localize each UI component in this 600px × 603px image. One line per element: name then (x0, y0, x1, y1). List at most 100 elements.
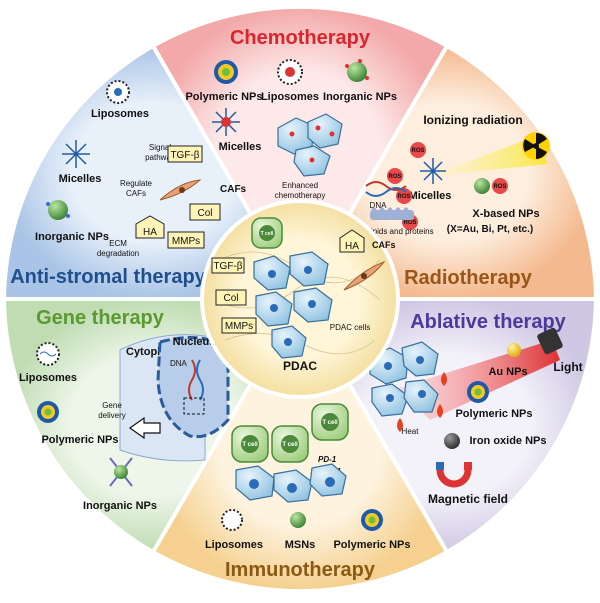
center-t-cells (251, 217, 283, 249)
svg-text:ROS: ROS (493, 184, 506, 190)
immuno-pd1-label: PD-1 (318, 455, 337, 464)
anti-mmps-box (167, 231, 205, 249)
light-source-icon (537, 327, 563, 355)
immuno-item-polymeric: Polymeric NPs (333, 539, 410, 551)
anti-tgfb-label: TGF-β (170, 150, 199, 161)
chemo-item-micelles: Micelles (219, 141, 262, 153)
immuno-polymeric-np-icon (361, 509, 383, 531)
ablative-polymeric-np-icon (467, 381, 489, 403)
anti-caf-icon (159, 179, 202, 201)
title-gene: Gene therapy (36, 307, 165, 329)
title-immunotherapy: Immunotherapy (225, 559, 376, 581)
ablative-heat-label: Heat (402, 427, 420, 436)
chemotherapy-content: Polymeric NPs Liposomes Inorganic NPs Mi… (185, 59, 397, 200)
immuno-tumor-cells-icon (235, 463, 347, 503)
pdac-center: T cell TGF-β Col MMPs HA CAFs PDAC cells… (200, 199, 400, 399)
anti-mmps-label: MMPs (172, 236, 200, 247)
magnet-icon (436, 462, 472, 488)
gene-dna-label: DNA (170, 359, 188, 368)
au-np-icon (507, 343, 521, 357)
ablative-item-polymeric: Polymeric NPs (455, 408, 532, 420)
radio-dna-label: DNA (370, 201, 388, 210)
ablative-item-light: Light (553, 360, 582, 374)
center-tcell-label: T cell (261, 231, 274, 237)
gene-delivery-box (183, 397, 205, 415)
center-mmps-box (221, 317, 257, 334)
polymeric-np-icon (214, 60, 238, 84)
radio-item-micelles: Micelles (409, 190, 452, 202)
nucleus-region (156, 336, 230, 439)
anti-item-inorganic: Inorganic NPs (35, 231, 109, 243)
immuno-item-liposomes: Liposomes (205, 539, 263, 551)
ablative-item-au: Au NPs (488, 366, 527, 378)
center-ha-box (339, 229, 365, 253)
anti-ha-label: HA (143, 227, 157, 238)
title-chemotherapy: Chemotherapy (230, 27, 371, 49)
anti-item-micelles: Micelles (59, 173, 102, 185)
immuno-tcell-label-2: T cell (282, 442, 298, 448)
chemo-item-inorganic: Inorganic NPs (323, 91, 397, 103)
immuno-tcell-label-1: T cell (242, 442, 258, 448)
anti-item-liposomes: Liposomes (91, 108, 149, 120)
gene-item-polymeric: Polymeric NPs (41, 434, 118, 446)
title-antistromal: Anti-stromal therapy (10, 266, 206, 288)
gene-nucleus-label: Nucleus (173, 336, 216, 348)
center-mmps-label: MMPs (225, 321, 253, 332)
center-cells-label: PDAC cells (330, 323, 370, 332)
flame-icons (397, 372, 447, 432)
center-pdac-cells (253, 251, 333, 359)
center-ha-label: HA (345, 241, 359, 252)
radio-item-xbased: X-based NPs (472, 208, 539, 220)
radiation-beam (430, 136, 548, 176)
radiotherapy-content: Ionizing radiation Micelles X-based NPs … (365, 113, 550, 236)
svg-text:ROS: ROS (388, 174, 401, 180)
svg-text:ROS: ROS (397, 194, 410, 200)
gene-polymeric-np-icon (37, 401, 59, 423)
anti-tgfb-box (167, 145, 203, 163)
immuno-item-msns: MSNs (285, 539, 316, 551)
immuno-tcell-label-3: T cell (322, 420, 338, 426)
anti-ha-box (135, 215, 165, 239)
anti-col-box (189, 203, 221, 221)
gene-item-liposomes: Liposomes (19, 372, 77, 384)
chemo-item-liposomes: Liposomes (261, 91, 319, 103)
ros-badges: ROS ROS ROS ROS ROS (387, 142, 508, 230)
gene-liposome-icon (36, 342, 60, 366)
radio-item-xbased-note: (X=Au, Bi, Pt, etc.) (447, 224, 533, 235)
title-radiotherapy: Radiotherapy (404, 267, 533, 289)
heated-tumor-cells-icon (369, 341, 439, 417)
tumor-cell-cluster-icon (277, 113, 343, 177)
center-col-label: Col (223, 293, 238, 304)
gene-dna-helix-icon (188, 359, 204, 401)
anti-micelle-icon (62, 140, 90, 168)
gene-inorganic-np-icon (109, 457, 133, 487)
liposome-icon (277, 59, 303, 85)
ablative-content: Light Au NPs Polymeric NPs Iron oxide NP… (369, 327, 583, 506)
lipid-membrane-icon (370, 207, 414, 220)
dna-helix-icon (365, 181, 407, 197)
title-ablative: Ablative therapy (410, 311, 566, 333)
anti-col-label: Col (197, 208, 212, 219)
t-cell-icons (231, 403, 349, 463)
iron-oxide-np-icon (444, 433, 460, 449)
center-caf-icon (343, 260, 386, 291)
gene-delivery-arrow (128, 416, 161, 440)
radiation-hazard-icon (522, 132, 550, 160)
chemo-item-polymeric: Polymeric NPs (185, 91, 262, 103)
inorganic-np-icon (345, 59, 369, 82)
ros-micelle-icon (420, 158, 446, 184)
light-beam (398, 340, 560, 420)
anti-inorganic-np-icon (46, 200, 70, 220)
ablative-item-magnetic: Magnetic field (428, 492, 508, 506)
x-based-np-icon (474, 178, 490, 194)
anti-liposome-icon (106, 80, 130, 104)
svg-text:ROS: ROS (403, 220, 416, 226)
